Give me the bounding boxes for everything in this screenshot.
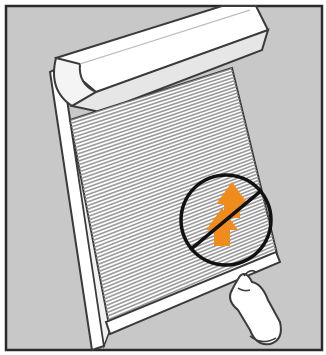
shutter-illustration [0, 0, 326, 355]
